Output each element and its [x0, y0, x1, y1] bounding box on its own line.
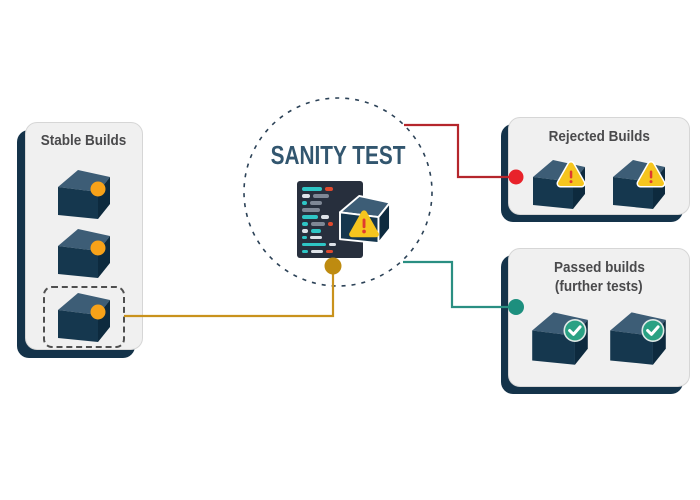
code-bar	[302, 200, 307, 205]
code-bar	[328, 221, 333, 226]
code-bar	[302, 228, 308, 233]
cube-icon	[532, 312, 588, 365]
sanity-test-title: SANITY TEST	[270, 140, 406, 170]
passed-builds-title-line1: Passed builds	[553, 259, 645, 276]
code-line	[302, 187, 358, 191]
orange-dot-icon	[90, 181, 106, 197]
cube-icon	[58, 229, 110, 278]
code-bar	[326, 249, 333, 254]
warning-triangle-icon	[556, 161, 586, 188]
rejected-builds-title: Rejected Builds	[548, 128, 650, 145]
cube-icon	[533, 160, 586, 209]
code-bar	[302, 249, 308, 254]
connector-sanity-to-passed	[403, 260, 516, 309]
code-bar	[302, 221, 308, 226]
selected-build-dashed-box	[43, 286, 125, 348]
code-bar	[302, 193, 310, 198]
code-bar	[310, 235, 322, 240]
orange-dot-icon	[90, 304, 106, 320]
connector-sanity-to-rejected	[404, 123, 516, 179]
code-bar	[311, 228, 321, 233]
cube-under-test-icon	[339, 194, 391, 244]
cube-icon	[58, 293, 110, 342]
cube-icon	[610, 312, 666, 365]
code-bar	[311, 249, 323, 254]
check-circle-icon	[563, 319, 587, 343]
code-bar	[313, 193, 329, 198]
code-bar	[321, 214, 329, 219]
code-bar	[302, 207, 320, 212]
passed-builds-panel: Passed builds (further tests)	[508, 248, 690, 387]
code-bar	[302, 242, 326, 247]
code-bar	[325, 187, 333, 191]
code-bar	[302, 214, 318, 219]
passed-builds-cube-list	[529, 310, 669, 366]
orange-dot-icon	[90, 240, 106, 256]
code-bar	[302, 187, 322, 191]
passed-builds-title-line2: (further tests)	[555, 278, 643, 295]
stable-builds-cube-list	[43, 168, 125, 348]
rejected-builds-cube-list	[530, 158, 668, 210]
code-line	[302, 249, 358, 254]
connector-stable-to-sanity	[124, 267, 335, 318]
warning-triangle-icon	[636, 161, 666, 188]
code-bar	[310, 200, 322, 205]
stable-builds-panel: Stable Builds	[25, 122, 143, 350]
cube-icon	[58, 170, 110, 219]
code-bar	[329, 242, 336, 247]
code-bar	[311, 221, 325, 226]
cube-icon	[613, 160, 666, 209]
sanity-input-dot-icon	[324, 257, 342, 275]
check-circle-icon	[641, 319, 665, 343]
code-bar	[302, 235, 307, 240]
rejected-builds-panel: Rejected Builds	[508, 117, 690, 215]
stable-builds-title: Stable Builds	[41, 132, 127, 149]
